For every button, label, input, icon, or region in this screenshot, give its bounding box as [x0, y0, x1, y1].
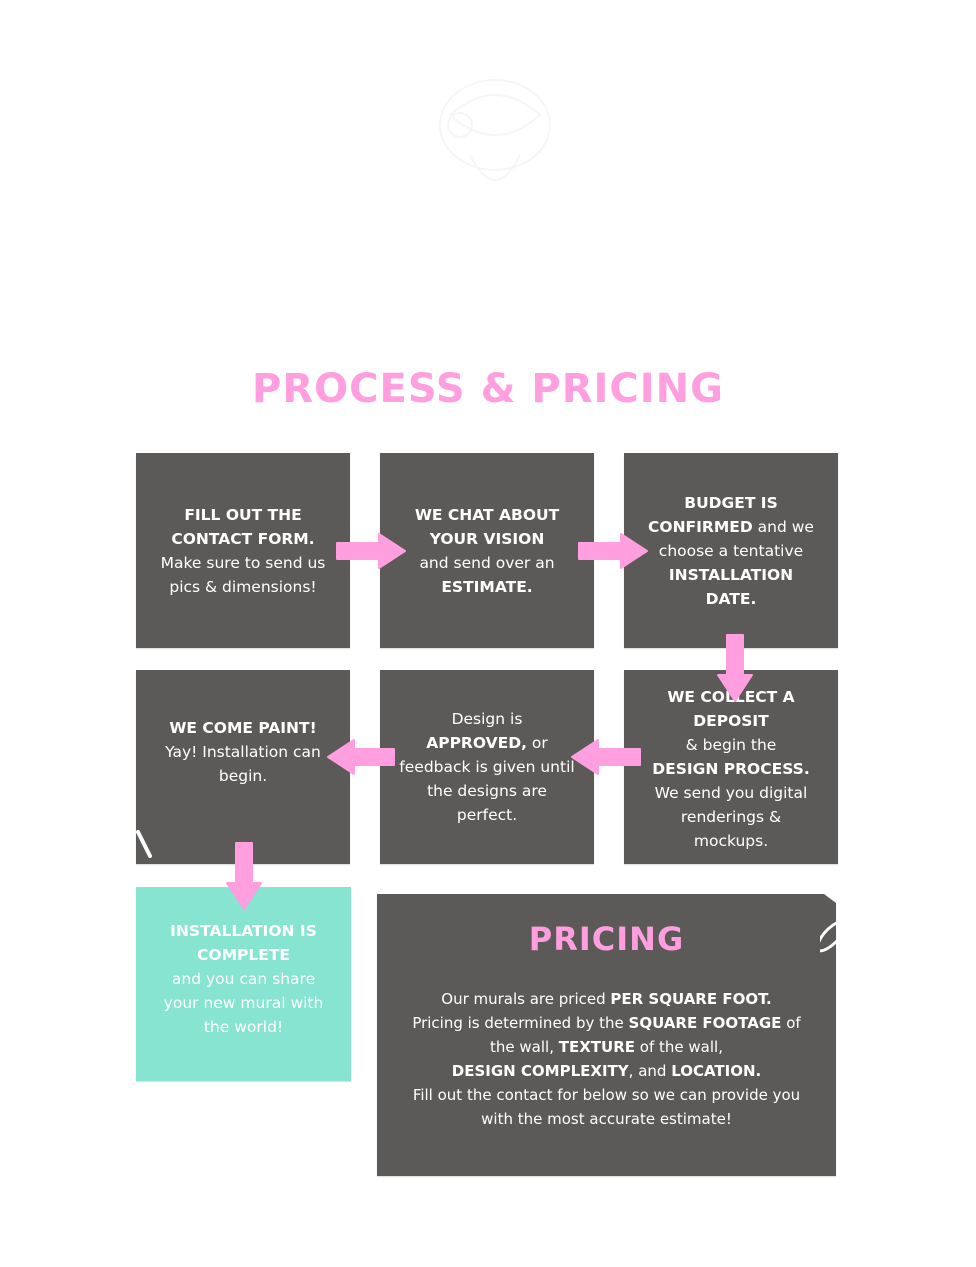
pricing-text: Our murals are priced [441, 990, 606, 1008]
pricing-emphasis: TEXTURE [558, 1038, 636, 1056]
step-text: Yay! Installation can begin. [165, 743, 321, 785]
pricing-emphasis: DESIGN COMPLEXITY [451, 1062, 629, 1080]
step-budget-confirmed: BUDGET IS CONFIRMED and we choose a tent… [624, 453, 838, 648]
step-emphasis: DESIGN PROCESS. [652, 760, 810, 778]
step-heading: INSTALLATION IS COMPLETE [170, 922, 317, 964]
pricing-emphasis: PER SQUARE FOOT. [610, 990, 772, 1008]
pricing-description: Our murals are priced PER SQUARE FOOT. P… [377, 987, 836, 1131]
decorative-squiggle-icon [820, 894, 840, 953]
step-text-2: We send you digital renderings & mockups… [654, 784, 808, 850]
pricing-title: PRICING [528, 920, 685, 958]
step-installation-complete: INSTALLATION IS COMPLETE and you can sha… [136, 887, 351, 1081]
pricing-text: Fill out the contact for below so we can… [412, 1086, 801, 1104]
arrow-right-icon [578, 533, 648, 569]
step-we-come-paint: WE COME PAINT! Yay! Installation can beg… [136, 670, 350, 864]
pricing-text: , and [628, 1062, 667, 1080]
pricing-emphasis: SQUARE FOOTAGE [628, 1014, 782, 1032]
step-text: and we choose a tentative [658, 517, 814, 560]
step-collect-deposit: WE COLLECT A DEPOSIT & begin the DESIGN … [624, 670, 838, 864]
pricing-text: the wall, [490, 1038, 554, 1056]
arrow-left-icon [327, 739, 395, 775]
page-title: PROCESS & PRICING [252, 366, 724, 412]
step-heading: WE COME PAINT! [169, 719, 317, 737]
step-heading: BUDGET IS CONFIRMED [648, 493, 778, 536]
step-fill-contact-form: FILL OUT THE CONTACT FORM. Make sure to … [136, 453, 350, 648]
step-text: & begin the [685, 736, 777, 754]
arrow-down-icon [717, 634, 753, 702]
pricing-panel: PRICING Our murals are priced PER SQUARE… [377, 894, 836, 1176]
step-heading: WE CHAT ABOUT YOUR VISION [414, 505, 560, 548]
step-text: and you can share your new mural with th… [163, 970, 324, 1036]
pricing-text: of the wall, [639, 1038, 723, 1056]
step-text-2: or feedback is given until the designs a… [399, 734, 575, 824]
step-text: Design is [451, 710, 523, 728]
step-heading: WE COLLECT A DEPOSIT [667, 688, 795, 730]
brand-logo-icon [439, 79, 551, 181]
decorative-stroke-icon [136, 830, 152, 858]
step-design-approved: Design is APPROVED, or feedback is given… [380, 670, 594, 864]
arrow-down-icon [226, 842, 262, 910]
step-text: and send over an [419, 553, 555, 572]
step-heading: APPROVED, [426, 734, 527, 752]
step-text: Make sure to send us pics & dimensions! [160, 553, 326, 596]
pricing-text: with the most accurate estimate! [481, 1110, 732, 1128]
step-emphasis: ESTIMATE. [441, 577, 533, 596]
pricing-text: Pricing is determined by the [412, 1014, 624, 1032]
step-chat-vision: WE CHAT ABOUT YOUR VISION and send over … [380, 453, 594, 648]
pricing-text: of [786, 1014, 801, 1032]
arrow-left-icon [571, 739, 641, 775]
pricing-emphasis: LOCATION. [671, 1062, 762, 1080]
arrow-right-icon [336, 533, 406, 569]
step-heading: FILL OUT THE CONTACT FORM. [171, 505, 315, 548]
step-emphasis: INSTALLATION DATE. [668, 565, 794, 608]
